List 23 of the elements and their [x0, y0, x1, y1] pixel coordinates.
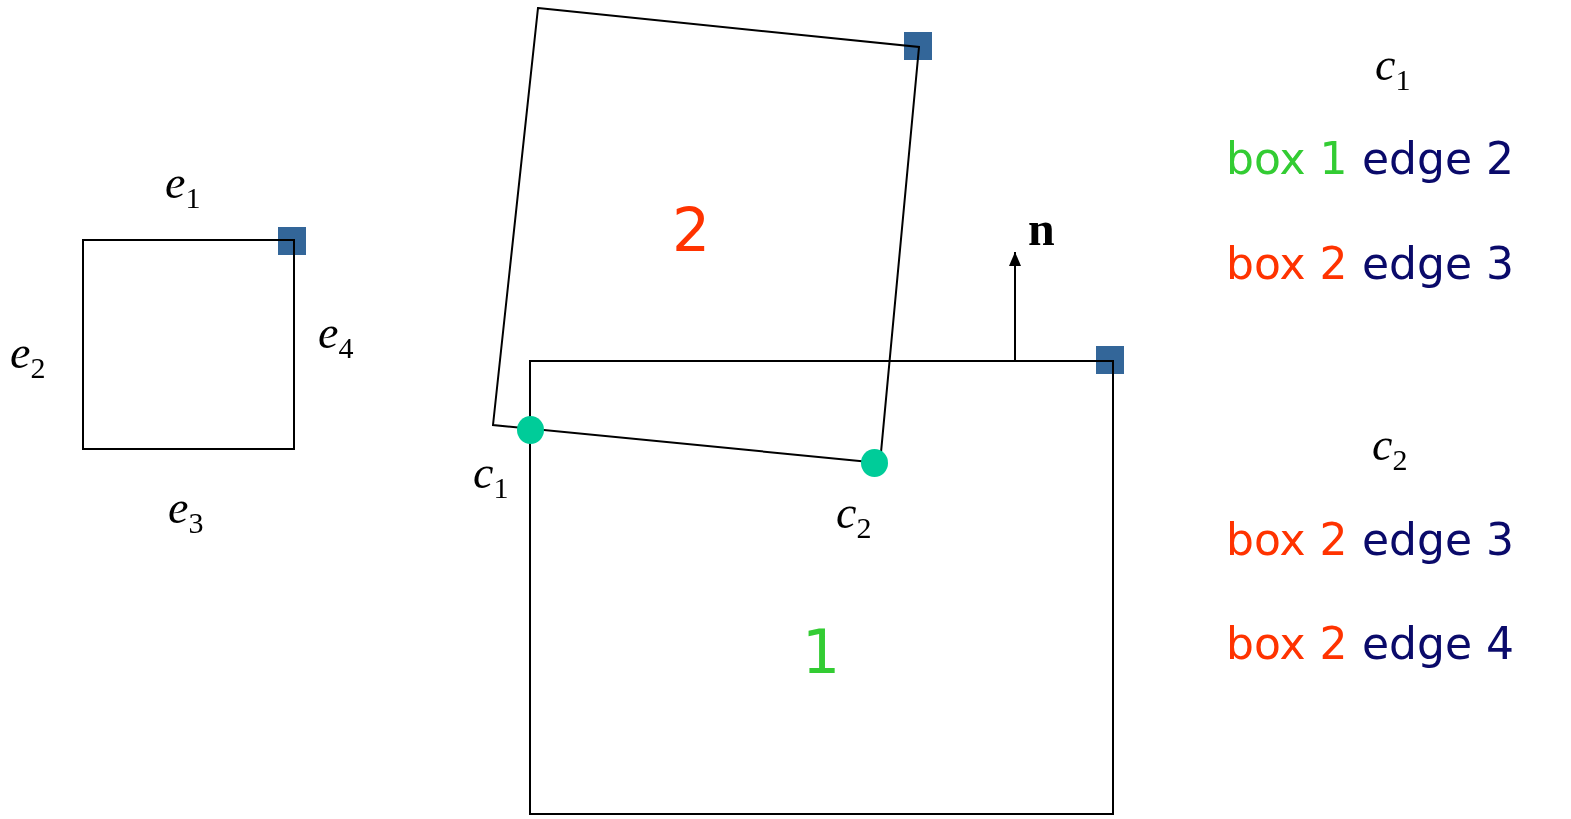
- side-label: e$_{1}$: [165, 160, 201, 214]
- edge-reference: edge 3: [1362, 242, 1514, 286]
- edge-reference: edge 2: [1362, 137, 1514, 181]
- side-label: e$_{2}$: [10, 330, 46, 384]
- box-reference: box 2: [1226, 242, 1348, 286]
- contact-label: c$_{1}$: [473, 450, 509, 504]
- contact-label: c$_{2}$: [1372, 422, 1408, 476]
- box-reference: box 2: [1226, 622, 1348, 666]
- box-outline: [529, 360, 1114, 815]
- contact-label: c$_{2}$: [836, 490, 872, 544]
- square-box: [82, 239, 295, 450]
- edge-reference: edge 3: [1362, 518, 1514, 562]
- contact-point-dot: [517, 416, 544, 444]
- box-number: 2: [672, 200, 711, 260]
- edge-reference: edge 4: [1362, 622, 1514, 666]
- contact-label: c$_{1}$: [1375, 42, 1411, 96]
- box-number: 1: [802, 622, 841, 682]
- vector-label: n: [1028, 205, 1055, 253]
- rotated-box: [492, 7, 920, 464]
- box-reference: box 1: [1226, 137, 1348, 181]
- side-label: e$_{4}$: [318, 310, 354, 364]
- box-reference: box 2: [1226, 518, 1348, 562]
- side-label: e$_{3}$: [168, 485, 204, 539]
